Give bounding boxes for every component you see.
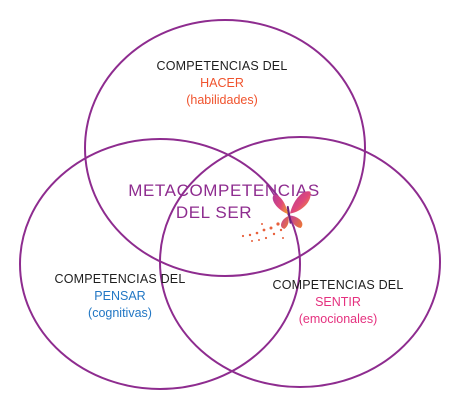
- sentir-detail: (emocionales): [299, 312, 378, 326]
- sentir-name: SENTIR: [315, 295, 361, 309]
- hacer-name: HACER: [200, 76, 244, 90]
- pensar-name: PENSAR: [94, 289, 145, 303]
- hacer-heading: COMPETENCIAS DEL: [156, 59, 287, 73]
- sentir-heading: COMPETENCIAS DEL: [272, 278, 403, 292]
- pensar-detail: (cognitivas): [88, 306, 152, 320]
- meta-line-1: METACOMPETENCIAS: [128, 181, 320, 200]
- circle-hacer: [84, 19, 366, 277]
- circle-pensar: [19, 138, 301, 390]
- butterfly-icon: [272, 191, 311, 229]
- pensar-heading: COMPETENCIAS DEL: [54, 272, 185, 286]
- meta-line-2: DEL SER: [176, 203, 252, 222]
- circle-sentir: [159, 136, 441, 388]
- sparkle-trail: [241, 222, 284, 242]
- hacer-detail: (habilidades): [186, 93, 258, 107]
